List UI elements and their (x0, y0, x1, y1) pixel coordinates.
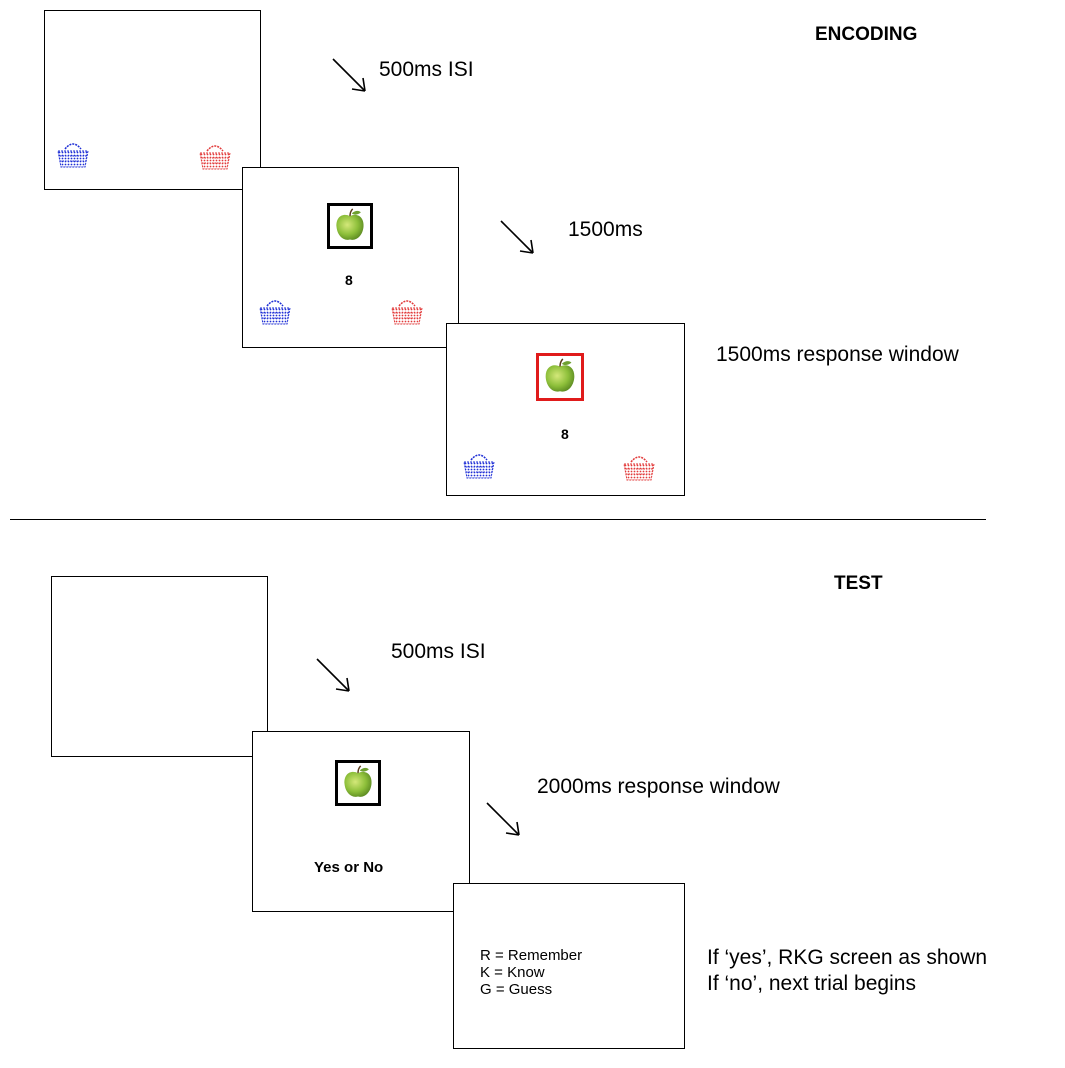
note-yes: If ‘yes’, RKG screen as shown (707, 946, 988, 969)
basket-icon (197, 141, 233, 175)
basket-icon (55, 139, 91, 173)
encoding-response-label: 1500ms response window (716, 343, 959, 366)
basket-icon (257, 296, 293, 330)
note-no: If ‘no’, next trial begins (707, 972, 916, 995)
test-rkg-screen: R = Remember K = Know G = Guess (453, 883, 685, 1049)
arrow-down-right-icon (314, 656, 354, 696)
yes-no-prompt: Yes or No (314, 859, 384, 876)
item-number: 8 (561, 426, 569, 442)
encoding-response-screen: 8 (446, 323, 685, 496)
test-isi-screen (51, 576, 268, 757)
test-recognition-screen: Yes or No (252, 731, 470, 912)
rkg-option-know: K = Know (480, 964, 545, 981)
apple-icon (541, 358, 579, 396)
stimulus-frame-highlighted (536, 353, 584, 401)
rkg-options: R = Remember K = Know G = Guess (480, 947, 582, 998)
test-heading: TEST (834, 573, 883, 594)
basket-icon (461, 450, 497, 484)
rkg-option-guess: G = Guess (480, 981, 553, 998)
encoding-study-label: 1500ms (568, 218, 643, 241)
stimulus-frame (335, 760, 381, 806)
test-note: If ‘yes’, RKG screen as shown If ‘no’, n… (707, 945, 987, 997)
section-divider (10, 519, 986, 520)
apple-icon (332, 208, 368, 244)
encoding-isi-label: 500ms ISI (379, 58, 474, 81)
rkg-option-remember: R = Remember (480, 947, 583, 964)
test-isi-label: 500ms ISI (391, 640, 486, 663)
test-response-label: 2000ms response window (537, 775, 780, 798)
apple-icon (340, 765, 376, 801)
stimulus-frame (327, 203, 373, 249)
item-number: 8 (345, 272, 353, 288)
arrow-down-right-icon (498, 218, 538, 258)
basket-icon (621, 452, 657, 486)
arrow-down-right-icon (484, 800, 524, 840)
encoding-isi-screen (44, 10, 261, 190)
basket-icon (389, 296, 425, 330)
arrow-down-right-icon (330, 56, 370, 96)
encoding-heading: ENCODING (815, 24, 918, 45)
encoding-study-screen: 8 (242, 167, 459, 348)
